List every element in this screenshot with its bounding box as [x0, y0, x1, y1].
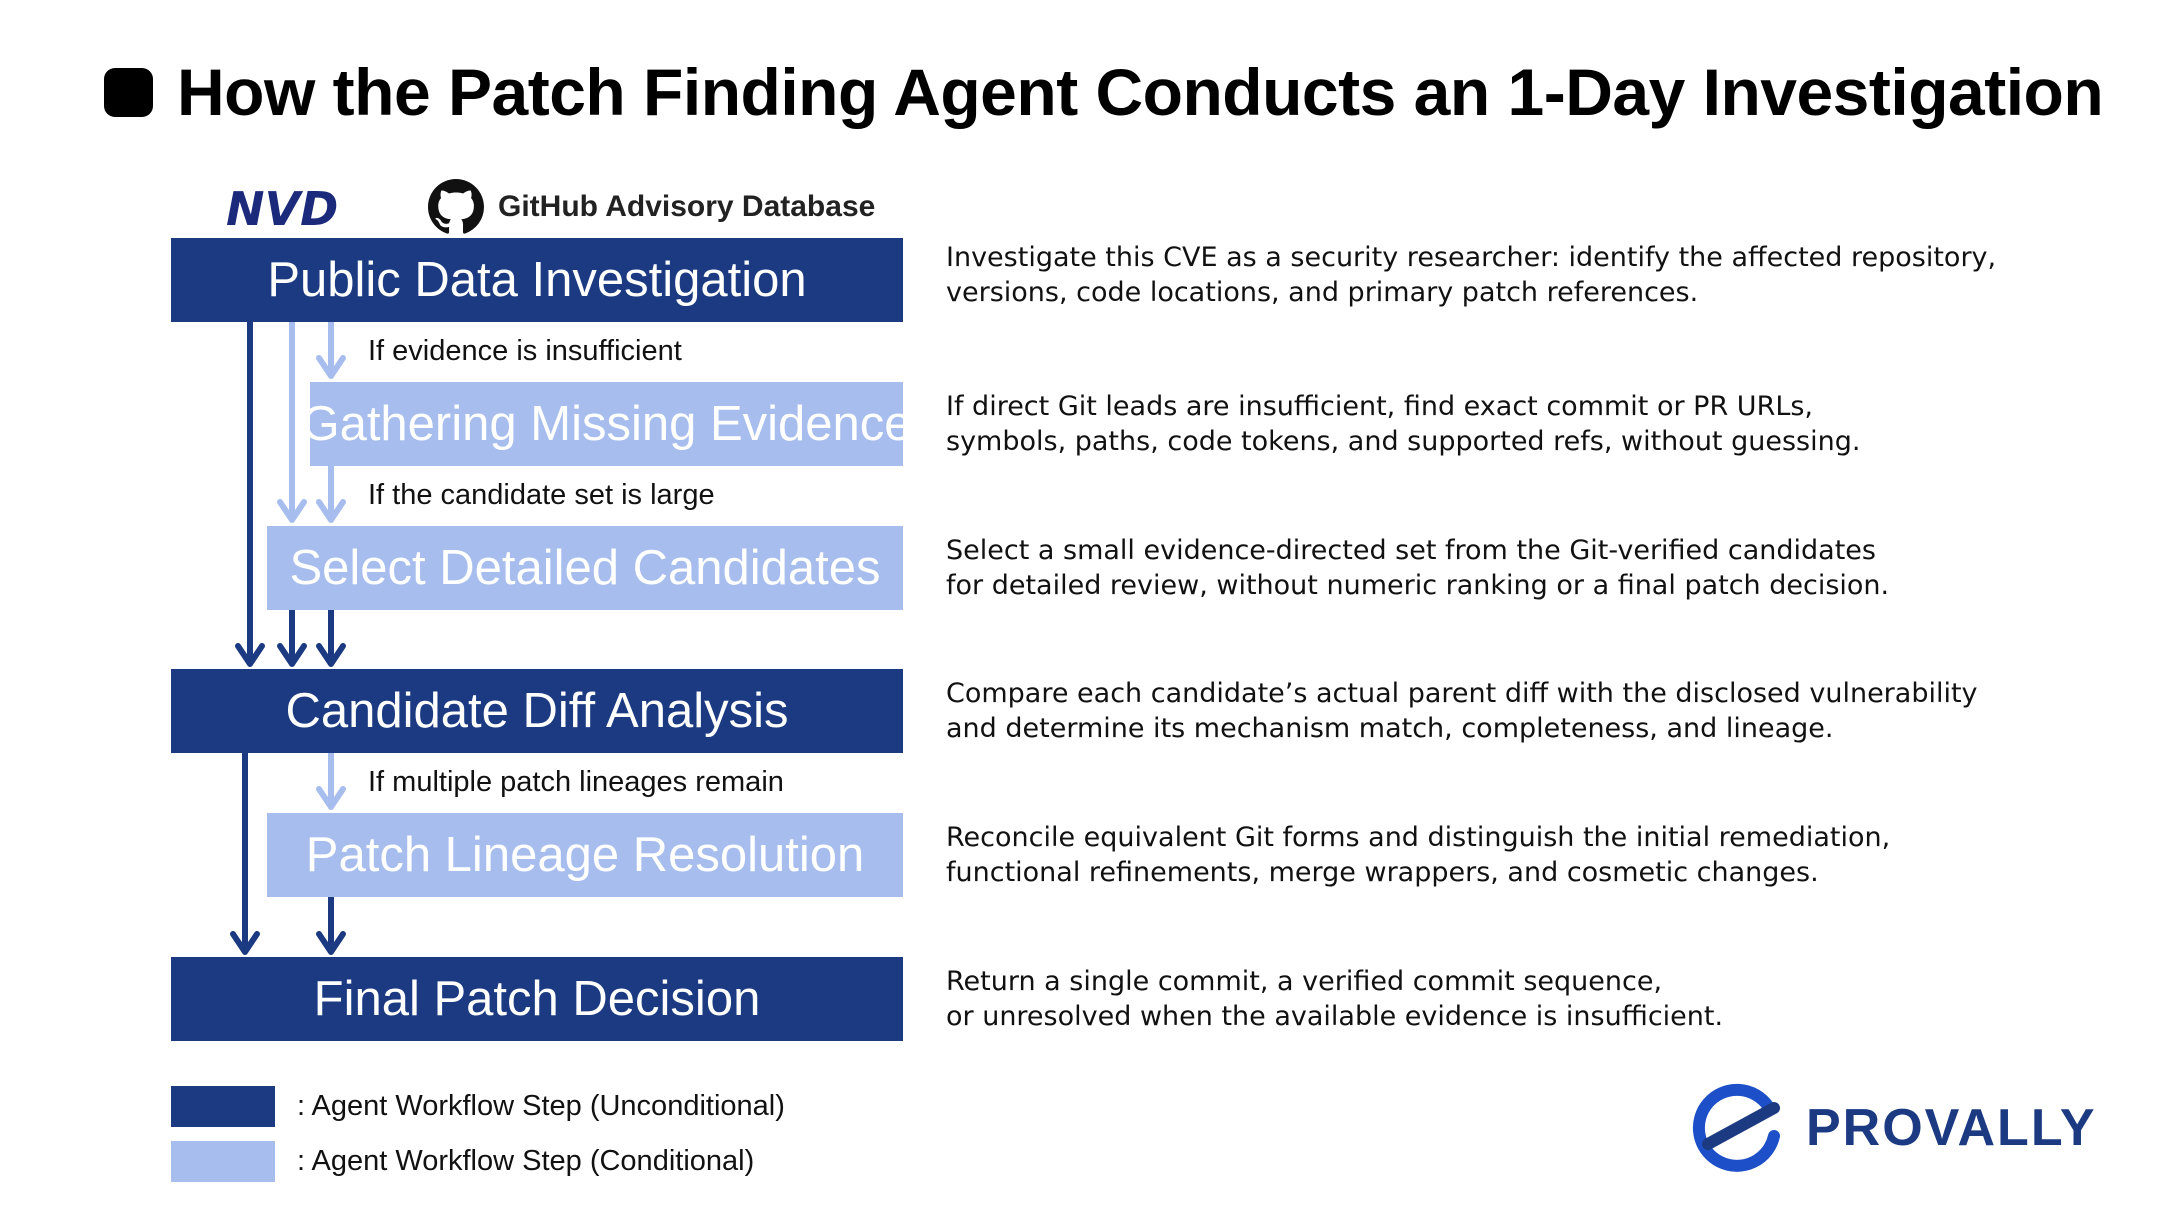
brand-name: PROVALLY [1806, 1099, 2097, 1157]
step-public-data-investigation: Public Data Investigation [171, 238, 903, 322]
step-label: Select Detailed Candidates [289, 541, 881, 595]
description-select-detailed-candidates: Select a small evidence-directed set fro… [946, 535, 1890, 601]
description-candidate-diff-analysis: Compare each candidate’s actual parent d… [946, 678, 1978, 744]
legend-swatch-unconditional [171, 1086, 275, 1127]
step-label: Candidate Diff Analysis [285, 684, 789, 738]
condition-multiple-lineages: If multiple patch lineages remain [368, 766, 784, 798]
github-icon [428, 179, 484, 234]
step-patch-lineage-resolution: Patch Lineage Resolution [267, 813, 903, 897]
step-candidate-diff-analysis: Candidate Diff Analysis [171, 669, 903, 753]
legend-label: : Agent Workflow Step (Unconditional) [297, 1090, 785, 1122]
description-gathering-missing-evidence: If direct Git leads are insufficient, fi… [946, 391, 1861, 457]
data-sources: NVD GitHub Advisory Database [226, 176, 875, 238]
step-label: Gathering Missing Evidence [301, 397, 912, 451]
condition-evidence-insufficient: If evidence is insufficient [368, 335, 682, 367]
step-label: Public Data Investigation [267, 253, 807, 307]
page-title-row: How the Patch Finding Agent Conducts an … [104, 52, 2104, 132]
legend-unconditional: : Agent Workflow Step (Unconditional) [171, 1086, 785, 1127]
legend-conditional: : Agent Workflow Step (Conditional) [171, 1141, 754, 1182]
provally-logo-icon [1692, 1083, 1780, 1172]
legend-swatch-conditional [171, 1141, 275, 1182]
conditional-arrows [277, 319, 346, 810]
step-label: Final Patch Decision [313, 972, 761, 1026]
step-select-detailed-candidates: Select Detailed Candidates [267, 526, 903, 610]
step-label: Patch Lineage Resolution [305, 828, 865, 882]
nvd-logo-icon: NVD [226, 185, 338, 229]
description-public-data-investigation: Investigate this CVE as a security resea… [946, 242, 1997, 308]
step-final-patch-decision: Final Patch Decision [171, 957, 903, 1041]
legend-label: : Agent Workflow Step (Conditional) [297, 1145, 755, 1177]
github-advisory-label: GitHub Advisory Database [498, 190, 876, 223]
provally-brand: PROVALLY [1690, 1080, 2097, 1176]
condition-candidate-set-large: If the candidate set is large [368, 479, 715, 511]
step-gathering-missing-evidence: Gathering Missing Evidence [301, 382, 912, 466]
svg-text:NVD: NVD [226, 185, 338, 229]
page-title: How the Patch Finding Agent Conducts an … [177, 55, 2104, 129]
unconditional-arrows [230, 319, 346, 955]
title-bullet-icon [104, 67, 153, 117]
description-patch-lineage-resolution: Reconcile equivalent Git forms and disti… [946, 822, 1891, 888]
description-final-patch-decision: Return a single commit, a verified commi… [946, 966, 1724, 1032]
